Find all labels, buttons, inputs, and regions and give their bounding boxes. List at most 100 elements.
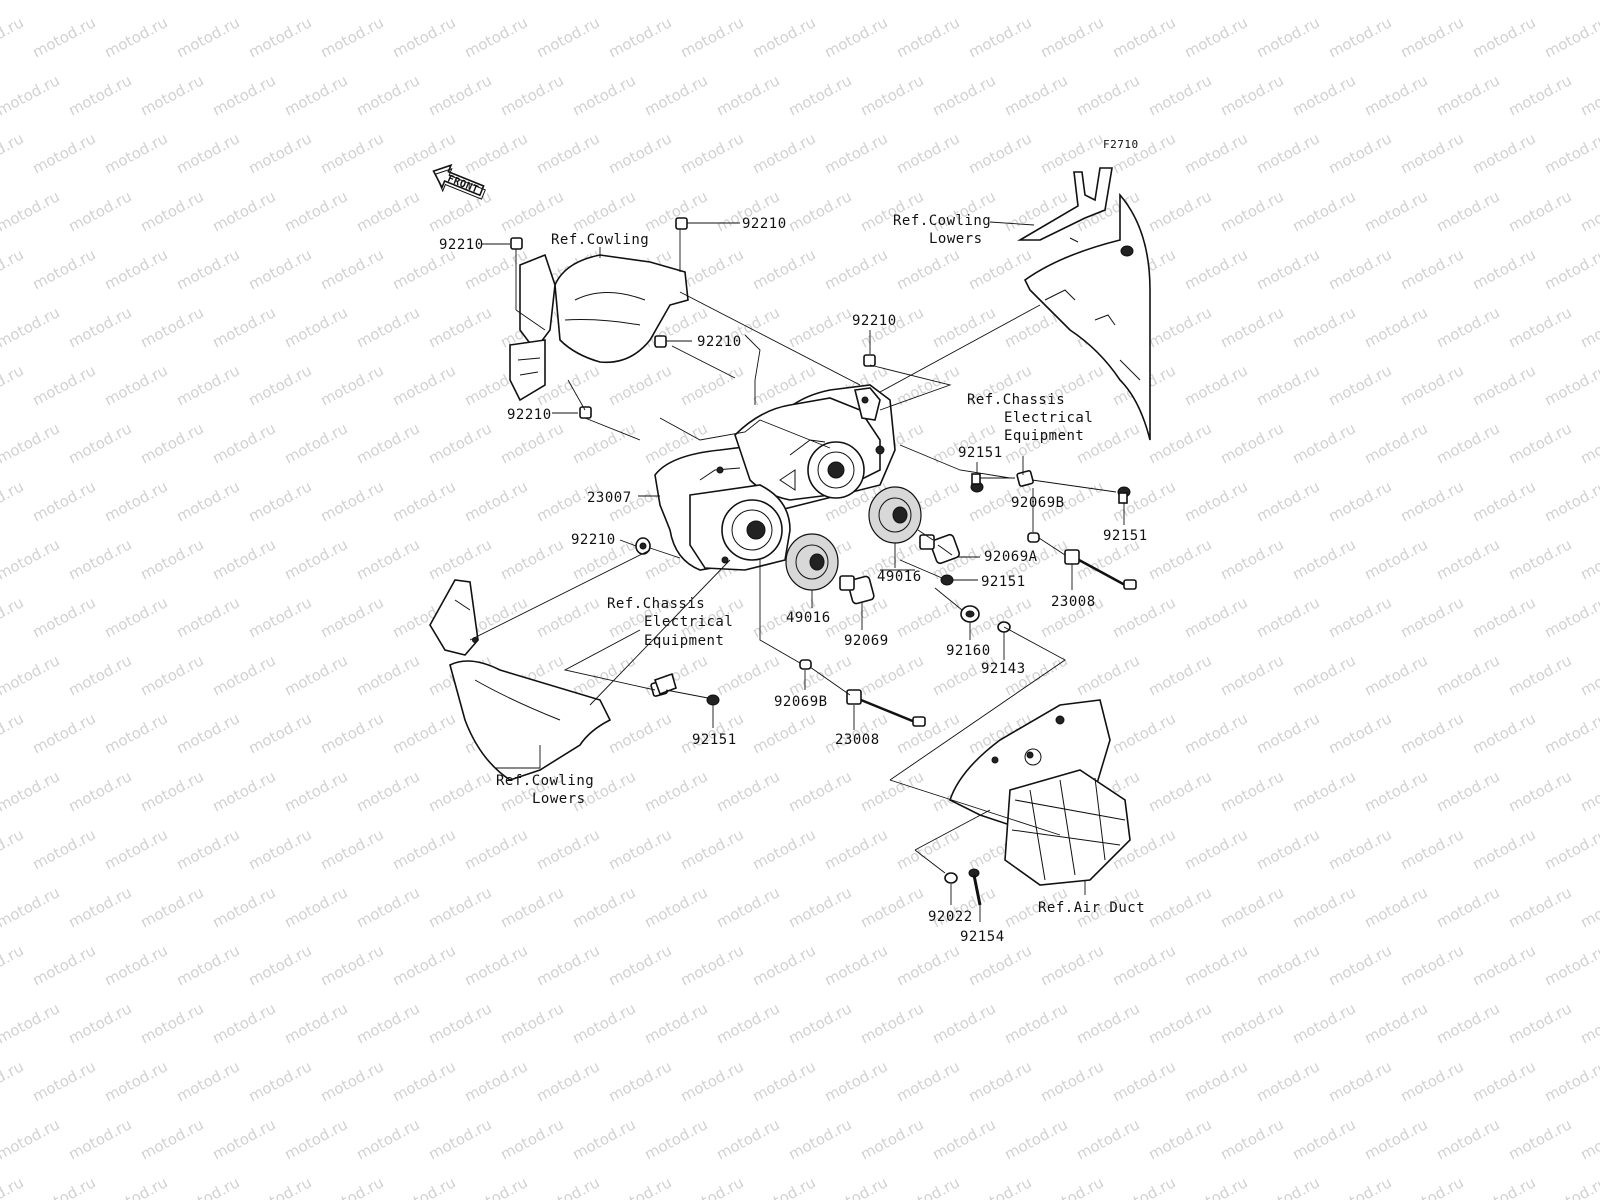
- watermark-text: motod.ru: [281, 303, 350, 351]
- watermark-text: motod.ru: [1325, 709, 1394, 757]
- watermark-text: motod.ru: [0, 477, 27, 525]
- headlight-housing-shape: [654, 384, 896, 571]
- watermark-text: motod.ru: [317, 129, 386, 177]
- watermark-text: motod.ru: [1253, 941, 1322, 989]
- watermark-text: motod.ru: [0, 1173, 27, 1200]
- watermark-text: motod.ru: [1505, 767, 1574, 815]
- watermark-text: motod.ru: [101, 825, 170, 873]
- part-92022: 92022: [928, 909, 973, 925]
- bolt-92151-lower-shape: [706, 694, 720, 706]
- socket-92069A-shape: [919, 533, 961, 565]
- watermark-text: motod.ru: [1253, 361, 1322, 409]
- upper-cowling-shape: [509, 253, 689, 402]
- watermark-text: motod.ru: [1469, 593, 1538, 641]
- watermark-text: motod.ru: [101, 593, 170, 641]
- watermark-text: motod.ru: [1433, 535, 1502, 583]
- watermark-text: motod.ru: [209, 1115, 278, 1163]
- watermark-text: motod.ru: [821, 941, 890, 989]
- watermark-text: motod.ru: [1397, 13, 1466, 61]
- watermark-text: motod.ru: [1469, 709, 1538, 757]
- watermark-text: motod.ru: [1397, 129, 1466, 177]
- part-92151-mid: 92151: [981, 574, 1026, 590]
- watermark-text: motod.ru: [1433, 651, 1502, 699]
- label-ref-air-duct: Ref.Air Duct: [1038, 900, 1145, 916]
- part-49016-right: 49016: [877, 569, 922, 585]
- clip-92210-mid-shape: [654, 335, 667, 348]
- watermark-text: motod.ru: [1253, 129, 1322, 177]
- watermark-text: motod.ru: [173, 361, 242, 409]
- watermark-text: motod.ru: [1181, 13, 1250, 61]
- watermark-text: motod.ru: [1289, 883, 1358, 931]
- watermark-text: motod.ru: [1217, 0, 1286, 4]
- watermark-text: motod.ru: [1289, 303, 1358, 351]
- watermark-text: motod.ru: [1217, 303, 1286, 351]
- watermark-text: motod.ru: [497, 187, 566, 235]
- watermark-text: motod.ru: [1109, 593, 1178, 641]
- watermark-text: motod.ru: [29, 245, 98, 293]
- watermark-text: motod.ru: [425, 999, 494, 1047]
- labels: F2710 Ref.Cowling Ref.Cowling Lowers Ref…: [439, 138, 1147, 945]
- watermark-text: motod.ru: [677, 245, 746, 293]
- clip-92210-left-shape: [510, 237, 523, 250]
- watermark-text: motod.ru: [245, 13, 314, 61]
- watermark-text: motod.ru: [1361, 999, 1430, 1047]
- watermark-text: motod.ru: [1145, 651, 1214, 699]
- watermark-text: motod.ru: [1001, 999, 1070, 1047]
- watermark-text: motod.ru: [1181, 709, 1250, 757]
- watermark-text: motod.ru: [713, 71, 782, 119]
- watermark-text: motod.ru: [1325, 1057, 1394, 1105]
- watermark-text: motod.ru: [1145, 1115, 1214, 1163]
- watermark-text: motod.ru: [1469, 941, 1538, 989]
- watermark-text: motod.ru: [0, 825, 27, 873]
- watermark-text: motod.ru: [1037, 129, 1106, 177]
- watermark-text: motod.ru: [1577, 187, 1600, 235]
- watermark-text: motod.ru: [641, 1115, 710, 1163]
- watermark-text: motod.ru: [1397, 593, 1466, 641]
- watermark-text: motod.ru: [173, 1057, 242, 1105]
- watermark-text: motod.ru: [101, 361, 170, 409]
- watermark-text: motod.ru: [1361, 535, 1430, 583]
- watermark-text: motod.ru: [1109, 709, 1178, 757]
- watermark-text: motod.ru: [893, 941, 962, 989]
- watermark-text: motod.ru: [245, 593, 314, 641]
- watermark-text: motod.ru: [281, 999, 350, 1047]
- watermark-text: motod.ru: [497, 71, 566, 119]
- watermark-text: motod.ru: [605, 129, 674, 177]
- watermark-text: motod.ru: [1469, 1057, 1538, 1105]
- watermark-text: motod.ru: [65, 303, 134, 351]
- watermark-text: motod.ru: [857, 71, 926, 119]
- watermark-text: motod.ru: [353, 303, 422, 351]
- watermark-text: motod.ru: [245, 941, 314, 989]
- watermark-text: motod.ru: [1289, 187, 1358, 235]
- watermark-text: motod.ru: [1433, 883, 1502, 931]
- watermark-text: motod.ru: [1109, 1057, 1178, 1105]
- watermark-text: motod.ru: [425, 187, 494, 235]
- watermark-text: motod.ru: [425, 71, 494, 119]
- watermark-text: motod.ru: [137, 883, 206, 931]
- watermark-text: motod.ru: [29, 593, 98, 641]
- watermark-text: motod.ru: [65, 0, 134, 4]
- watermark-text: motod.ru: [1577, 71, 1600, 119]
- watermark-text: motod.ru: [101, 709, 170, 757]
- watermark-text: motod.ru: [677, 825, 746, 873]
- watermark-text: motod.ru: [1397, 1173, 1466, 1200]
- label-ref-chassis-bottom-1: Ref.Chassis: [607, 596, 705, 612]
- watermark-text: motod.ru: [1253, 593, 1322, 641]
- watermark-text: motod.ru: [1253, 709, 1322, 757]
- watermark-text: motod.ru: [1181, 1057, 1250, 1105]
- watermark-text: motod.ru: [173, 245, 242, 293]
- watermark-text: motod.ru: [29, 361, 98, 409]
- watermark-text: motod.ru: [137, 187, 206, 235]
- watermark-text: motod.ru: [1541, 245, 1600, 293]
- watermark-text: motod.ru: [425, 767, 494, 815]
- watermark-text: motod.ru: [173, 477, 242, 525]
- watermark-text: motod.ru: [1505, 1115, 1574, 1163]
- watermark-text: motod.ru: [641, 883, 710, 931]
- watermark-text: motod.ru: [1361, 1115, 1430, 1163]
- watermark-text: motod.ru: [569, 71, 638, 119]
- watermark-text: motod.ru: [29, 477, 98, 525]
- watermark-text: motod.ru: [137, 71, 206, 119]
- watermark-text: motod.ru: [209, 999, 278, 1047]
- watermark-text: motod.ru: [1289, 419, 1358, 467]
- watermark-text: motod.ru: [713, 651, 782, 699]
